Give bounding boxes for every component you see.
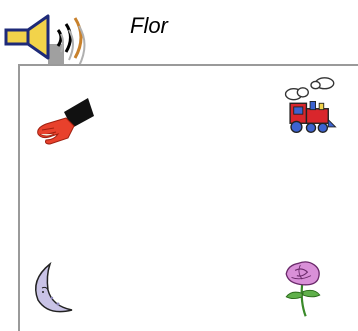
target-word: Flor (130, 13, 168, 38)
play-audio-button[interactable] (2, 8, 120, 72)
choice-train[interactable] (280, 76, 342, 136)
train-icon (284, 77, 337, 134)
choice-hand[interactable] (32, 94, 94, 154)
choice-flower[interactable] (272, 258, 334, 318)
speaker-icon (4, 14, 86, 68)
hand-icon (37, 98, 94, 145)
moon-icon (35, 261, 73, 313)
choice-moon[interactable] (28, 258, 90, 318)
flower-icon (285, 261, 321, 317)
